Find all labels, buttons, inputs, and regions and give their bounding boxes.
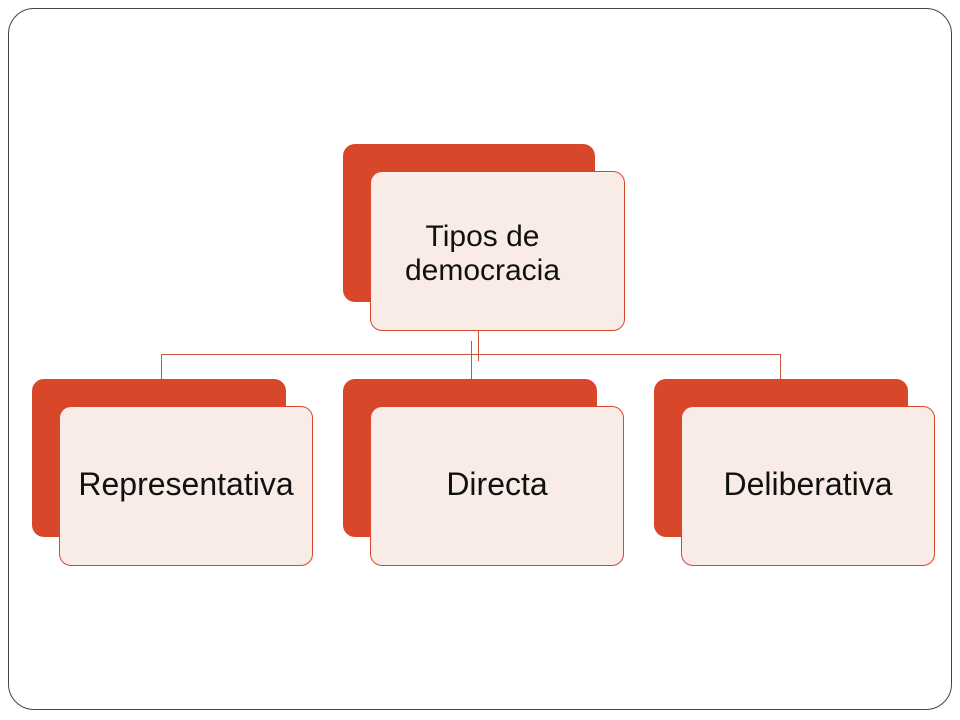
connector-drop-representativa <box>161 354 162 379</box>
connector-root-stem <box>478 331 479 361</box>
child-node-label: Deliberativa <box>723 466 893 502</box>
slide-frame: Tipos de democracia Representativa Direc… <box>8 8 952 710</box>
child-node-front: Directa <box>370 406 624 566</box>
child-node-deliberativa: Deliberativa <box>654 379 944 574</box>
child-node-front: Representativa <box>59 406 313 566</box>
child-node-label: Directa <box>446 466 548 502</box>
child-node-front: Deliberativa <box>681 406 935 566</box>
child-node-label: Representativa <box>78 466 294 502</box>
child-node-directa: Directa <box>343 379 633 574</box>
root-node-label: Tipos de democracia <box>404 220 561 287</box>
root-node-front: Tipos de democracia <box>370 171 625 331</box>
child-node-representativa: Representativa <box>32 379 322 574</box>
root-node: Tipos de democracia <box>343 144 633 339</box>
connector-drop-deliberativa <box>780 354 781 379</box>
connector-drop-directa <box>471 341 472 379</box>
